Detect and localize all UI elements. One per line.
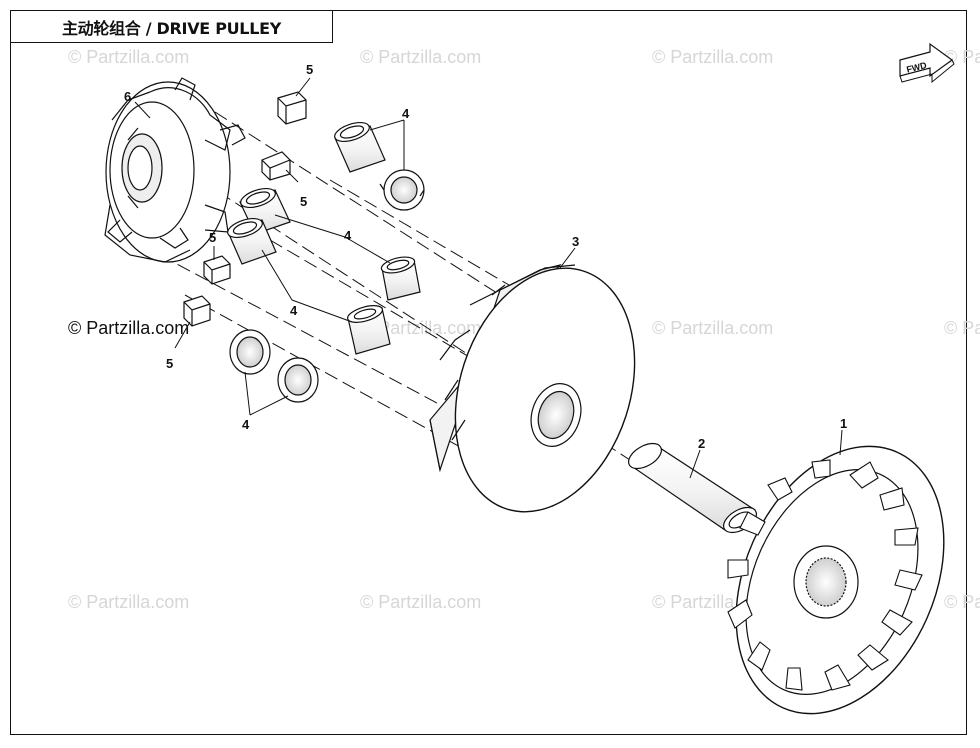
slider-part-5	[183, 295, 211, 327]
callout-part-5: 5	[300, 194, 307, 209]
callout-part-5: 5	[306, 62, 313, 77]
watermark: © Partzilla.com	[944, 318, 980, 338]
sleeve-part-2	[628, 442, 757, 534]
leader-lines	[134, 77, 843, 479]
roller-part-4	[379, 169, 425, 211]
callout-part-3: 3	[572, 234, 579, 249]
diagram-title: 主动轮组合 / DRIVE PULLEY	[61, 18, 282, 38]
watermark: © Partzilla.com	[652, 318, 774, 338]
watermark: © Partzilla.com	[360, 318, 482, 338]
callout-part-5: 5	[166, 356, 173, 371]
slider-part-5	[203, 255, 231, 285]
watermark: © Partzilla.com	[360, 47, 482, 67]
watermark: © Partzilla.com	[944, 592, 980, 612]
roller-part-4	[277, 357, 319, 403]
fixed-sheave-part-1	[727, 445, 945, 715]
movable-sheave-part-3	[429, 263, 636, 513]
fwd-label: FWD	[905, 60, 928, 75]
callout-part-4: 4	[290, 303, 298, 318]
callout-part-6: 6	[124, 89, 131, 104]
slider-part-5	[277, 91, 307, 125]
roller-part-4	[229, 329, 271, 375]
callout-part-4: 4	[402, 106, 410, 121]
watermark-main: © Partzilla.com	[68, 318, 190, 338]
roller-part-4	[334, 121, 386, 173]
slider-part-5	[261, 151, 291, 181]
callout-part-4: 4	[242, 417, 250, 432]
callout-part-1: 1	[840, 416, 847, 431]
watermark: © Partzilla.com	[68, 47, 190, 67]
roller-part-4	[346, 305, 391, 355]
roller-part-4	[380, 256, 421, 301]
diagram-frame	[10, 10, 967, 735]
callout-part-2: 2	[698, 436, 705, 451]
watermark: © Partzilla.com	[68, 592, 190, 612]
title-box: 主动轮组合 / DRIVE PULLEY	[10, 10, 333, 43]
watermark: © Partzilla.com	[652, 47, 774, 67]
ramp-plate-part-6	[104, 77, 246, 263]
watermark: © Partzilla.com	[360, 592, 482, 612]
forward-direction-arrow-icon: FWD	[899, 42, 955, 84]
callout-part-5: 5	[209, 230, 216, 245]
callout-part-4: 4	[344, 228, 352, 243]
